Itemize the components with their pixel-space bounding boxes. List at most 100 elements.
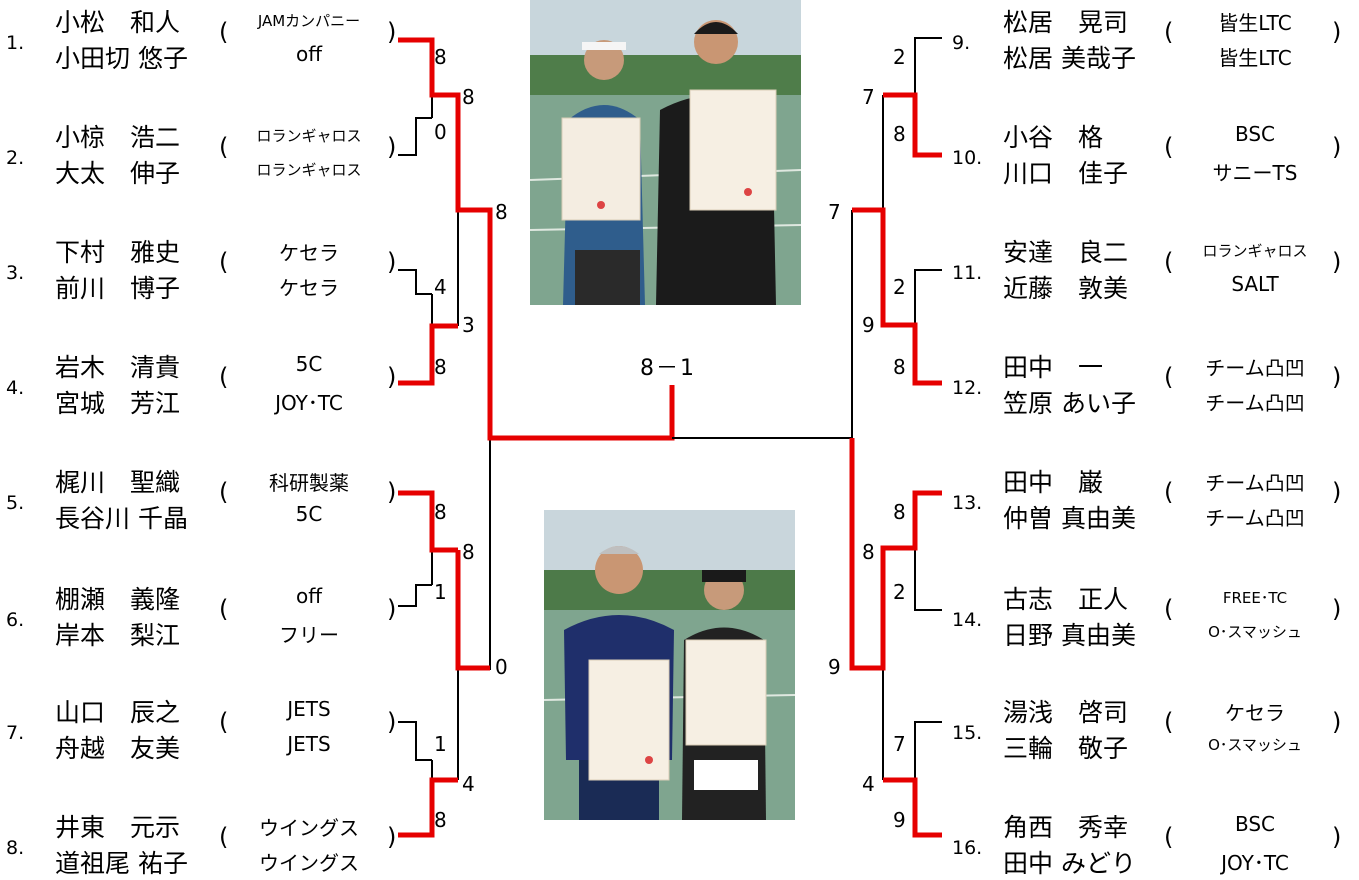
- club-name-1: 科研製薬: [269, 471, 349, 495]
- seed-number: 13.: [952, 492, 983, 514]
- open-paren: (: [1164, 595, 1174, 623]
- score-r3-right: 7: [828, 200, 841, 224]
- open-paren: (: [219, 18, 229, 46]
- open-paren: (: [1164, 363, 1174, 391]
- player-name-1: 小谷 格: [1003, 123, 1104, 152]
- open-paren: (: [219, 823, 229, 851]
- club-name-1: BSC: [1234, 122, 1276, 146]
- score-r1-left: 1: [434, 580, 447, 604]
- seed-number: 1.: [6, 32, 25, 54]
- close-paren: ): [1332, 708, 1342, 736]
- score-r1-right: 9: [893, 808, 906, 832]
- final-score: 8－1: [640, 356, 696, 381]
- open-paren: (: [1164, 478, 1174, 506]
- close-paren: ): [387, 133, 397, 161]
- score-r2-right: 7: [862, 85, 875, 109]
- player-name-2: 岸本 梨江: [55, 621, 181, 650]
- club-name-1: 皆生LTC: [1218, 11, 1292, 35]
- club-name-1: チーム凸凹: [1205, 471, 1305, 495]
- player-name-2: 長谷川 千晶: [55, 504, 188, 533]
- close-paren: ): [387, 478, 397, 506]
- seed-number: 8.: [6, 837, 25, 859]
- open-paren: (: [1164, 823, 1174, 851]
- score-r1-left: 8: [434, 45, 447, 69]
- player-name-2: 松居 美哉子: [1003, 44, 1136, 73]
- score-r1-right: 2: [893, 45, 906, 69]
- club-name-1: ケセラ: [279, 241, 339, 265]
- score-r2-left: 8: [462, 85, 475, 109]
- seed-number: 4.: [6, 377, 25, 399]
- player-name-1: 棚瀬 義隆: [55, 585, 181, 614]
- seed-number: 5.: [6, 492, 25, 514]
- score-r1-right: 8: [893, 355, 906, 379]
- club-name-1: JETS: [287, 697, 331, 721]
- club-name-2: 5C: [295, 502, 323, 526]
- open-paren: (: [1164, 248, 1174, 276]
- close-paren: ): [1332, 363, 1342, 391]
- club-name-2: ウイングス: [259, 851, 359, 875]
- score-r2-right: 9: [862, 313, 875, 337]
- score-r1-left: 8: [434, 355, 447, 379]
- seed-number: 11.: [952, 262, 983, 284]
- close-paren: ): [387, 248, 397, 276]
- score-r1-right: 7: [893, 732, 906, 756]
- player-name-1: 田中 一: [1003, 353, 1104, 382]
- open-paren: (: [1164, 133, 1174, 161]
- close-paren: ): [387, 708, 397, 736]
- player-name-1: 井東 元示: [55, 813, 181, 842]
- score-r2-left: 4: [462, 772, 475, 796]
- club-name-2: サニーTS: [1212, 161, 1298, 185]
- score-r2-left: 3: [462, 313, 475, 337]
- player-name-2: 田中 みどり: [1003, 849, 1136, 878]
- player-name-1: 小椋 浩二: [55, 123, 181, 152]
- seed-number: 15.: [952, 722, 983, 744]
- player-name-1: 小松 和人: [55, 8, 181, 37]
- club-name-2: ロランギャロス: [256, 161, 362, 179]
- winners-photo: [530, 0, 801, 305]
- open-paren: (: [219, 248, 229, 276]
- close-paren: ): [1332, 595, 1342, 623]
- club-name-1: off: [295, 584, 322, 608]
- left-red-lines: [398, 37, 675, 838]
- seed-number: 2.: [6, 147, 25, 169]
- player-name-1: 湯浅 啓司: [1003, 698, 1129, 727]
- club-name-2: O･スマッシュ: [1208, 623, 1302, 641]
- club-name-1: FREE･TC: [1222, 589, 1288, 607]
- player-name-1: 岩木 清貴: [55, 353, 181, 382]
- seed-number: 12.: [952, 377, 983, 399]
- score-r1-right: 2: [893, 275, 906, 299]
- close-paren: ): [1332, 133, 1342, 161]
- score-r2-right: 4: [862, 772, 875, 796]
- player-name-2: 近藤 敦美: [1003, 274, 1129, 303]
- close-paren: ): [1332, 478, 1342, 506]
- right-red-lines: [849, 92, 942, 838]
- score-r1-right: 8: [893, 122, 906, 146]
- player-name-2: 仲曽 真由美: [1003, 504, 1136, 533]
- player-name-1: 松居 晃司: [1003, 8, 1129, 37]
- player-name-2: 大太 伸子: [55, 159, 181, 188]
- club-name-1: JAMカンパニー: [257, 12, 361, 30]
- player-name-1: 梶川 聖織: [55, 468, 181, 497]
- score-r1-left: 4: [434, 275, 447, 299]
- player-name-2: 宮城 芳江: [55, 389, 181, 418]
- player-name-1: 古志 正人: [1003, 585, 1129, 614]
- score-r2-left: 8: [462, 540, 475, 564]
- player-name-2: 道祖尾 祐子: [55, 849, 188, 878]
- score-r3-left: 8: [495, 200, 508, 224]
- club-name-2: ケセラ: [279, 276, 339, 300]
- club-name-1: ケセラ: [1225, 701, 1285, 725]
- score-r3-right: 9: [828, 655, 841, 679]
- score-r1-left: 8: [434, 808, 447, 832]
- score-r3-left: 0: [495, 655, 508, 679]
- winners-photo-image: [530, 0, 801, 305]
- club-name-2: JOY･TC: [1221, 851, 1289, 875]
- open-paren: (: [219, 478, 229, 506]
- club-name-2: JETS: [287, 732, 331, 756]
- close-paren: ): [387, 363, 397, 391]
- open-paren: (: [1164, 708, 1174, 736]
- player-name-1: 角西 秀幸: [1003, 813, 1129, 842]
- score-r1-right: 8: [893, 500, 906, 524]
- player-name-1: 山口 辰之: [55, 698, 181, 727]
